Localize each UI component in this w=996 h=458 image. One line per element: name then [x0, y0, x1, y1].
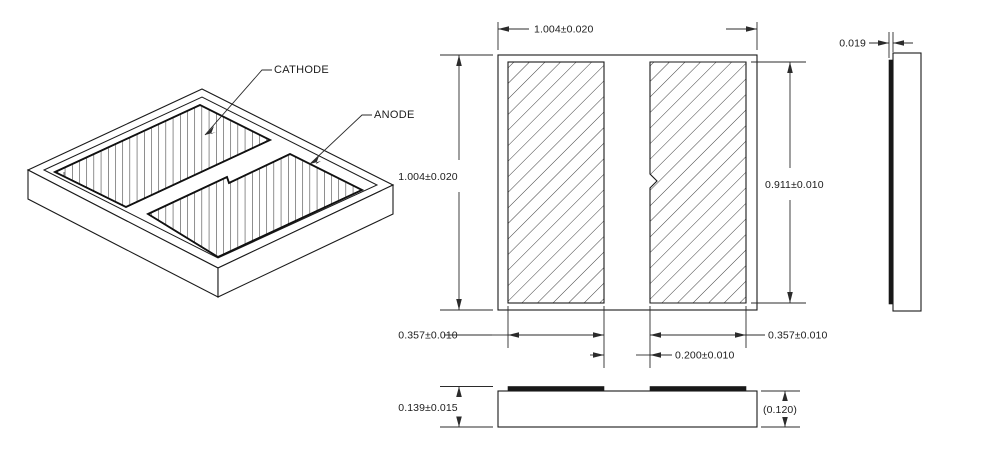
right-view-metal-layer: [888, 59, 893, 305]
anode-label: ANODE: [374, 109, 415, 121]
dim-overall-width-text: 1.004±0.020: [534, 24, 593, 36]
iso-slab-right-face: [217, 184, 394, 298]
iso-recess-rim: [42, 96, 379, 259]
dim-overall-height: 1.004±0.020: [398, 54, 493, 311]
dim-reference-thickness: (0.120): [761, 390, 800, 428]
iso-pad-cathode: [52, 104, 273, 208]
anode-leader-line: [309, 114, 372, 165]
dim-pad-height: 0.911±0.010: [751, 61, 824, 304]
dim-overall-width: 1.004±0.020: [497, 22, 758, 50]
front-view-metal-right: [649, 386, 747, 391]
dim-pad-width-left: 0.357±0.010: [398, 306, 605, 368]
top-view-pad-right: [649, 61, 747, 304]
cathode-label: CATHODE: [274, 64, 329, 76]
dim-gap-width-text: 0.200±0.010: [675, 350, 734, 362]
front-view-metal-left: [507, 386, 605, 391]
cathode-arrowhead: [205, 126, 216, 135]
dim-gap-width: 0.200±0.010: [590, 350, 734, 362]
dim-reference-thickness-text: (0.120): [763, 404, 797, 416]
top-view-pad-left: [507, 61, 605, 304]
callout-anode: ANODE: [309, 109, 415, 165]
dim-metal-thickness: 0.019: [839, 32, 913, 58]
dim-metal-thickness-text: 0.019: [839, 38, 866, 50]
front-view-body: [497, 390, 758, 428]
dim-overall-height-text: 1.004±0.020: [398, 171, 457, 183]
right-side-view: 0.019: [839, 32, 922, 312]
dim-pad-height-text: 0.911±0.010: [765, 179, 824, 191]
dim-pad-width-right-text: 0.357±0.010: [768, 330, 827, 342]
cathode-leader-line: [204, 69, 272, 136]
iso-pad-anode: [146, 152, 365, 259]
dim-overall-thickness-text: 0.139±0.015: [398, 402, 457, 414]
right-view-body: [892, 52, 922, 312]
front-side-view: 0.139±0.015 (0.120): [398, 386, 800, 428]
dim-overall-thickness: 0.139±0.015: [398, 386, 493, 428]
dim-pad-width-right: 0.357±0.010: [649, 306, 827, 368]
dim-pad-width-left-text: 0.357±0.010: [398, 330, 457, 342]
anode-arrowhead: [310, 156, 321, 164]
top-view-anode-notch: [649, 61, 747, 304]
callout-cathode: CATHODE: [204, 64, 329, 136]
isometric-view: CATHODE ANODE: [26, 64, 415, 298]
top-view: 1.004±0.020 1.004±0.020 0.911±0.: [398, 22, 827, 368]
